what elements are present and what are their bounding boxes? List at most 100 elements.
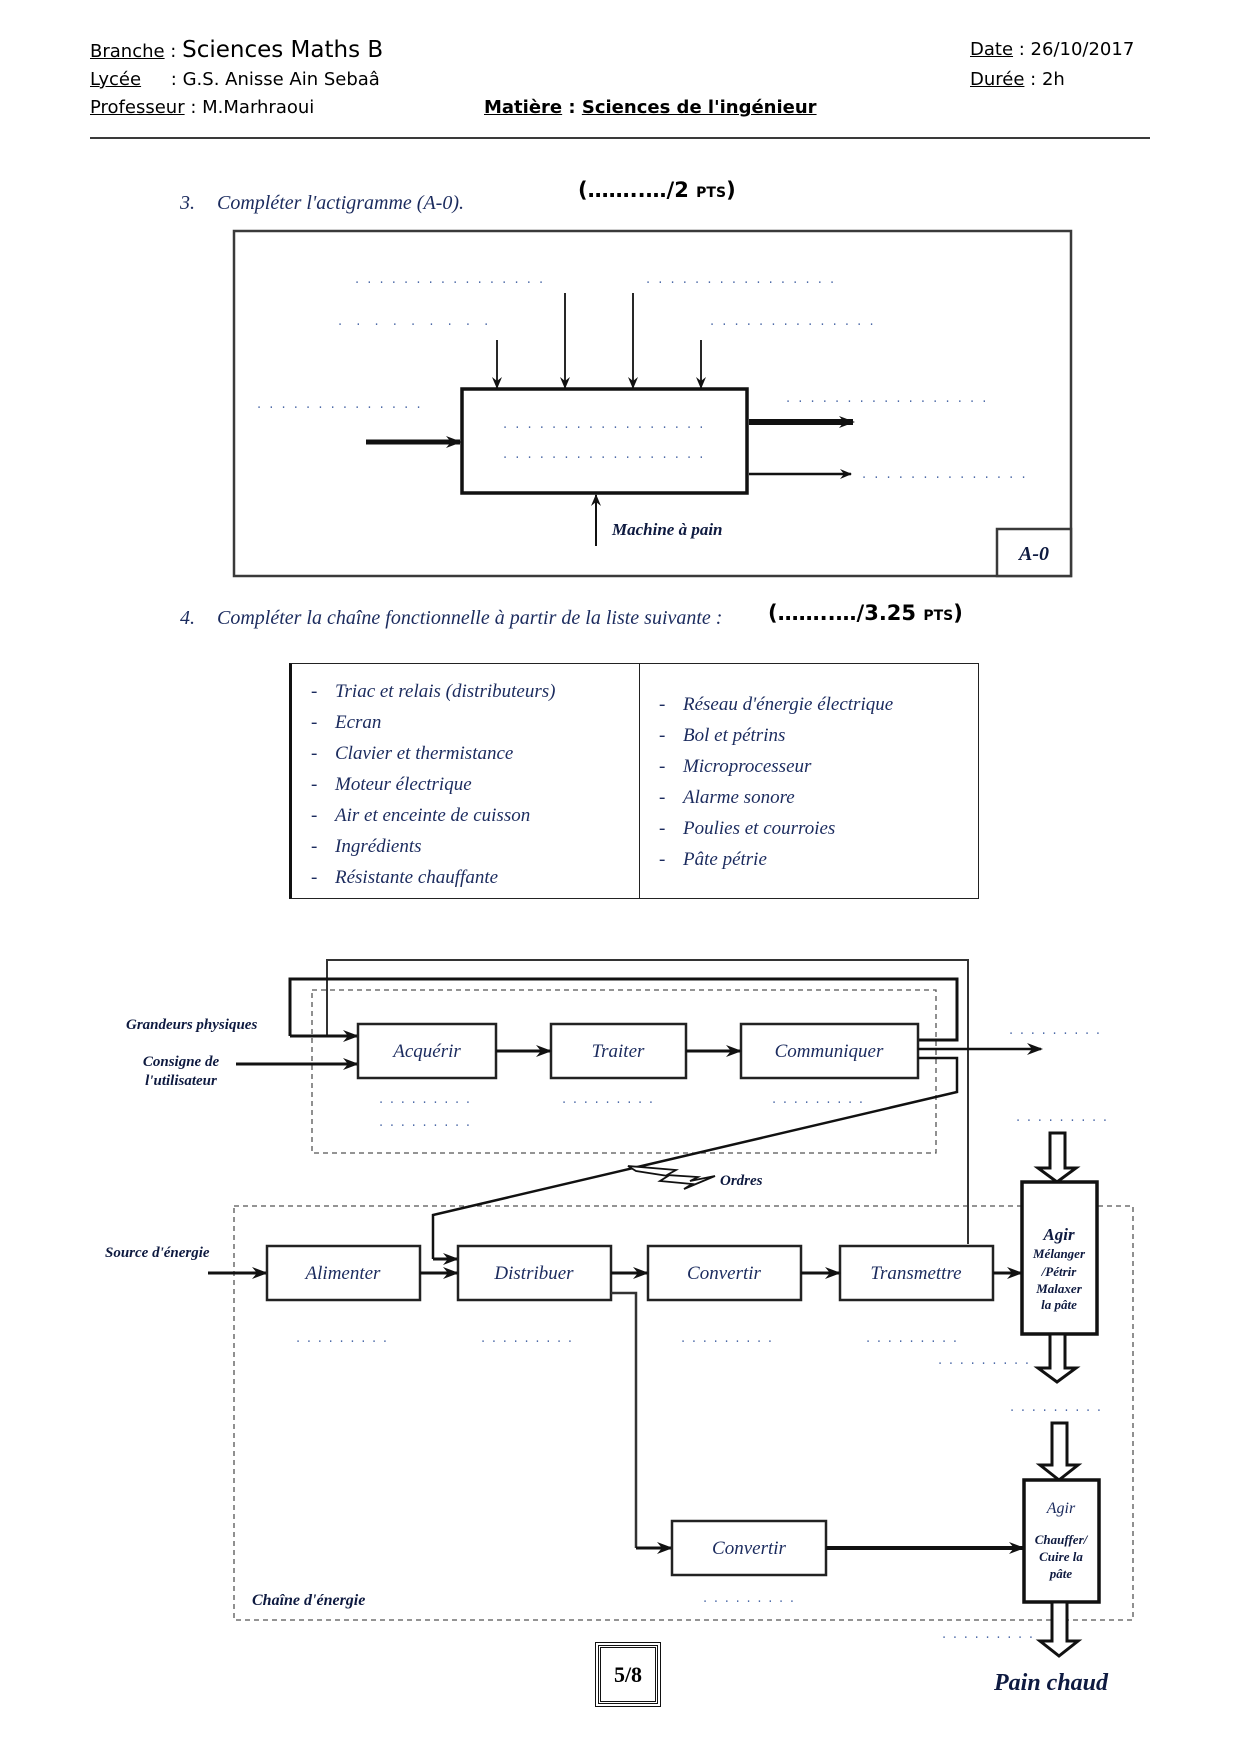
list-item-text: Réseau d'énergie électrique — [683, 694, 894, 715]
subject-separator: : — [562, 97, 582, 118]
list-item-text: Microprocesseur — [683, 756, 812, 777]
list-item-text: Alarme sonore — [683, 787, 795, 808]
function-label-convert-heat: Convertir — [712, 1538, 786, 1559]
list-item-text: Pâte pétrie — [683, 849, 767, 870]
subject-label: Matière — [484, 97, 563, 118]
question-4-score-close: ) — [953, 601, 963, 625]
list-item: -Poulies et courroies — [640, 813, 978, 844]
bullet-dash: - — [659, 787, 666, 808]
question-3-text: Compléter l'actigramme (A-0). — [217, 192, 465, 214]
act-2-line-2: Cuire la — [1039, 1549, 1083, 1564]
act-2-line-1: Chauffer/ — [1035, 1532, 1089, 1547]
bullet-dash: - — [311, 805, 318, 826]
function-label-distribute: Distribuer — [493, 1263, 574, 1284]
header-subject: Matière : Sciences de l'ingénieur — [484, 94, 817, 122]
question-3-score: (……..…/2 PTS) — [578, 177, 736, 206]
school-label: Lycée — [90, 69, 142, 90]
date-label: Date — [970, 39, 1014, 60]
branch-separator: : — [164, 41, 183, 62]
list-item: -Ecran — [292, 707, 639, 738]
orders-line — [431, 1056, 959, 1259]
page-number: 5/8 — [595, 1642, 661, 1707]
branch-value: Sciences Maths B — [182, 37, 384, 63]
bullet-dash: - — [311, 681, 318, 702]
distribute-branch-line — [611, 1291, 638, 1548]
bullet-dash: - — [311, 836, 318, 857]
list-item-text: Bol et pétrins — [683, 725, 786, 746]
hollow-arrow-into-act-1 — [1033, 1131, 1081, 1184]
list-item: -Résistante chauffante — [292, 862, 639, 893]
header-branch: Branche : Sciences Maths B — [90, 36, 383, 66]
final-output-label: Pain chaud — [993, 1670, 1109, 1696]
question-4-score: (……..…/3.25 PTS) — [768, 600, 963, 629]
act-1-line-3: Malaxer — [1035, 1281, 1082, 1296]
duration-label: Durée — [970, 69, 1025, 90]
question-3-score-blank: (……..…/2 — [578, 178, 697, 202]
hollow-arrow-out-act-1 — [1033, 1332, 1081, 1384]
hollow-arrow-out-act-2 — [1035, 1600, 1083, 1658]
list-item-text: Clavier et thermistance — [335, 743, 514, 764]
blank-convert-heat: . . . . . . . . . — [703, 1591, 795, 1606]
list-item: -Triac et relais (distributeurs) — [292, 676, 639, 707]
bullet-dash: - — [311, 743, 318, 764]
function-label-transmit: Transmettre — [870, 1263, 961, 1284]
teacher-label: Professeur — [90, 97, 185, 118]
question-3-score-unit: PTS — [696, 185, 727, 201]
energy-source-label: Source d'énergie — [105, 1245, 210, 1261]
header-teacher: Professeur : M.Marhraoui — [90, 94, 314, 122]
bullet-dash: - — [659, 849, 666, 870]
list-item: -Alarme sonore — [640, 782, 978, 813]
list-item-text: Ecran — [335, 712, 382, 733]
bullet-dash: - — [311, 867, 318, 888]
actigram-frame — [232, 229, 1073, 578]
teacher-separator: : — [184, 97, 203, 118]
feedback-line-communicate — [288, 977, 959, 1042]
hollow-arrow-into-act-2 — [1035, 1421, 1083, 1482]
question-3-number: 3. — [180, 192, 195, 214]
list-item-text: Résistante chauffante — [335, 867, 499, 888]
header-divider — [90, 137, 1150, 139]
bullet-dash: - — [311, 774, 318, 795]
question-4-score-unit: PTS — [923, 608, 954, 624]
actigram: Machine à pain A-0 . . . . . . . . . . .… — [232, 229, 1073, 578]
act-1-line-1: Mélanger — [1032, 1246, 1086, 1261]
list-item: -Microprocesseur — [640, 751, 978, 782]
school-value: G.S. Anisse Ain Sebaâ — [182, 69, 380, 90]
list-item-text: Triac et relais (distributeurs) — [335, 681, 556, 702]
functional-chain: Grandeurs physiques Consigne de l'utilis… — [105, 959, 1134, 1696]
list-item: -Air et enceinte de cuisson — [292, 800, 639, 831]
header-school: Lycée : G.S. Anisse Ain Sebaâ — [90, 66, 380, 94]
blank-acquire-2: . . . . . . . . . — [379, 1115, 471, 1130]
blank-output-1: . . . . . . . . . . . . . . . . . — [786, 391, 988, 406]
support-label: Machine à pain — [611, 520, 723, 539]
list-item-text: Poulies et courroies — [683, 818, 836, 839]
act-2-title: Agir — [1046, 1500, 1076, 1517]
function-box-process — [549, 1022, 688, 1080]
lightning-icon — [627, 1165, 716, 1190]
branch-label: Branche — [90, 41, 165, 62]
list-item: -Réseau d'énergie électrique — [640, 689, 978, 720]
blank-output-2: . . . . . . . . . . . . . . — [862, 467, 1028, 482]
bullet-dash: - — [659, 725, 666, 746]
blank-function-line-2: . . . . . . . . . . . . . . . . . — [503, 447, 705, 462]
bullet-dash: - — [659, 694, 666, 715]
list-item: -Ingrédients — [292, 831, 639, 862]
component-list-right: -Réseau d'énergie électrique -Bol et pét… — [640, 664, 978, 898]
list-item-text: Moteur électrique — [335, 774, 472, 795]
function-label-supply: Alimenter — [304, 1263, 382, 1284]
act-2-line-3: pâte — [1049, 1566, 1073, 1581]
list-item-text: Ingrédients — [335, 836, 422, 857]
blank-communicate: . . . . . . . . . — [772, 1092, 864, 1107]
information-chain-frame — [311, 989, 937, 1154]
act-1-title: Agir — [1042, 1225, 1075, 1244]
function-box-transmit — [838, 1244, 995, 1302]
function-label-process: Traiter — [592, 1041, 645, 1062]
blank-before-act-2: . . . . . . . . . — [1010, 1400, 1102, 1415]
user-setpoint-label-1: Consigne de — [143, 1054, 220, 1070]
function-label-convert: Convertir — [687, 1263, 761, 1284]
duration-value: 2h — [1041, 69, 1065, 90]
blank-control-second-right: . . . . . . . . . . . . . . — [710, 314, 876, 329]
function-box-convert-heat — [670, 1519, 828, 1577]
